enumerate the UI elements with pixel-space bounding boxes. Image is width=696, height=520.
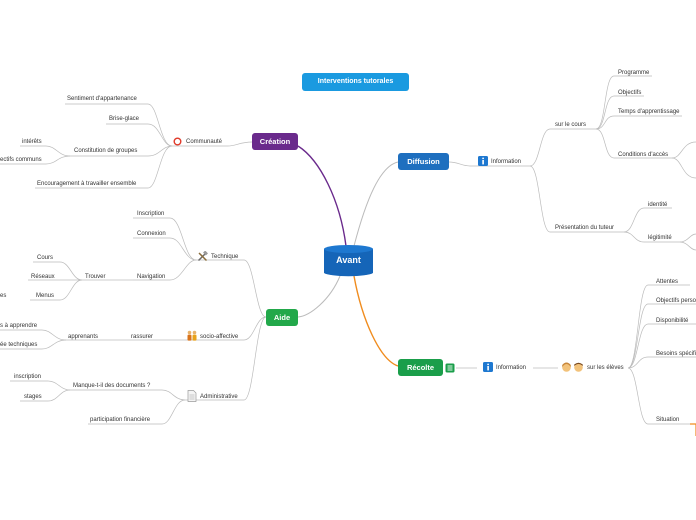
partial-es-label[interactable]: es: [0, 293, 7, 299]
notes-icon: [445, 363, 455, 373]
trouver-cours[interactable]: Cours: [37, 255, 54, 261]
tools-icon: [197, 251, 208, 262]
groupes-sub-objectifs[interactable]: ectifs communs: [0, 157, 42, 163]
technique-label[interactable]: Technique: [211, 254, 239, 260]
participation-financiere[interactable]: participation financière: [90, 417, 151, 423]
trouver-reseaux[interactable]: Réseaux: [31, 274, 55, 280]
trouver-menus[interactable]: Menus: [36, 293, 55, 299]
rassurer-label[interactable]: rassurer: [131, 334, 154, 340]
info-icon: [478, 156, 488, 166]
technique-connexion[interactable]: Connexion: [137, 231, 166, 237]
communaute-label[interactable]: Communauté: [186, 139, 223, 145]
cours-conditions[interactable]: Conditions d'accès: [618, 152, 669, 158]
center-label: Avant: [336, 255, 361, 265]
docs-stages[interactable]: stages: [24, 394, 42, 400]
apprenants-sub-techniques[interactable]: ée techniques: [0, 342, 38, 348]
apprenants-label[interactable]: apprenants: [68, 334, 99, 340]
cours-programme[interactable]: Programme: [618, 70, 650, 76]
docs-inscription[interactable]: inscription: [14, 374, 42, 380]
diffusion-information[interactable]: Information: [491, 159, 522, 165]
map-title[interactable]: Interventions tutorales: [302, 73, 409, 91]
sur-le-cours[interactable]: sur le cours: [555, 122, 587, 128]
ring-icon: [173, 137, 182, 146]
administrative-label[interactable]: Administrative: [200, 394, 238, 400]
info-icon: [483, 362, 493, 372]
eleves-disponibilite[interactable]: Disponibilité: [656, 318, 689, 324]
creation-item-encouragement[interactable]: Encouragement à travailler ensemble: [37, 181, 137, 187]
creation-item-groupes[interactable]: Constitution de groupes: [74, 148, 138, 154]
technique-navigation[interactable]: Navigation: [137, 274, 166, 280]
documents-question[interactable]: Manque-t-il des documents ?: [73, 383, 151, 389]
cours-objectifs[interactable]: Objectifs: [618, 90, 642, 96]
aide-node[interactable]: Aide: [266, 309, 298, 326]
document-icon: [187, 390, 197, 402]
apprenants-sub-apprendre[interactable]: s à apprendre: [0, 323, 38, 329]
center-node-shape: [324, 245, 373, 277]
eleves-objectifs[interactable]: Objectifs perso: [656, 298, 696, 304]
eleves-situation[interactable]: Situation: [656, 417, 680, 423]
trouver-label[interactable]: Trouver: [85, 274, 106, 280]
tuteur-legitimite[interactable]: légitimité: [648, 235, 672, 241]
eleves-besoins[interactable]: Besoins spécifi: [656, 351, 696, 357]
faces-icon: [562, 362, 583, 372]
tuteur-identite[interactable]: identité: [648, 202, 668, 208]
presentation-tuteur[interactable]: Présentation du tuteur: [555, 225, 615, 231]
creation-item-brise-glace[interactable]: Brise-glace: [109, 116, 140, 122]
diffusion-node[interactable]: Diffusion: [398, 153, 449, 170]
technique-inscription[interactable]: Inscription: [137, 211, 165, 217]
people-icon: [187, 330, 197, 341]
socio-affective-label[interactable]: socio-affective: [200, 334, 239, 340]
creation-item-appartenance[interactable]: Sentiment d'appartenance: [67, 96, 137, 102]
cours-temps[interactable]: Temps d'apprentissage: [618, 109, 680, 115]
center-node[interactable]: Avant: [323, 244, 374, 278]
sur-les-eleves[interactable]: sur les élèves: [587, 365, 624, 371]
groupes-sub-interets[interactable]: intérêts: [22, 139, 42, 145]
eleves-attentes[interactable]: Attentes: [656, 279, 679, 285]
recolte-node[interactable]: Récolte: [398, 359, 443, 376]
recolte-information[interactable]: Information: [496, 365, 527, 371]
creation-node[interactable]: Création: [252, 133, 298, 150]
